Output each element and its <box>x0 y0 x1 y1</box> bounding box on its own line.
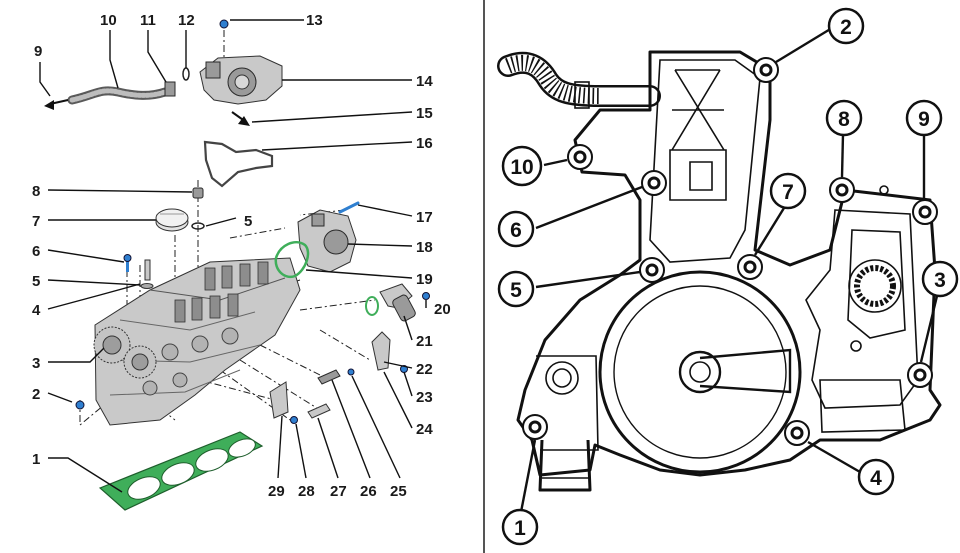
sequence-callouts: 1 2 3 4 5 6 7 <box>497 7 959 546</box>
callout-9: 9 <box>34 43 42 60</box>
vacuum-pump <box>297 209 357 273</box>
bolt-head-10 <box>567 144 593 170</box>
oil-separator-module <box>199 55 283 105</box>
screw-13 <box>219 19 229 29</box>
sequence-callout-6: 6 <box>497 210 535 248</box>
callout-26: 26 <box>360 483 377 500</box>
housing-outline <box>516 50 942 477</box>
breather-hose <box>44 86 170 110</box>
svg-text:7: 7 <box>782 181 794 204</box>
sequence-callout-3: 3 <box>921 260 959 298</box>
callout-1: 1 <box>32 451 40 468</box>
callout-20: 20 <box>434 301 451 318</box>
callout-5b: 5 <box>244 213 252 230</box>
leader-lines <box>39 19 427 493</box>
callout-22: 22 <box>416 361 433 378</box>
bracket-22 <box>371 331 391 371</box>
bolt-2 <box>75 400 85 410</box>
svg-text:5: 5 <box>510 279 522 302</box>
sealing-plug <box>192 187 204 199</box>
camshaft-sprockets <box>93 326 157 379</box>
bolt-25 <box>347 368 355 376</box>
callout-14: 14 <box>416 73 433 90</box>
svg-text:8: 8 <box>838 108 850 131</box>
outlet-pipe <box>536 355 599 492</box>
exploded-view-panel: 1 2 3 4 5 6 7 8 9 10 11 12 13 14 15 16 1… <box>32 12 451 511</box>
callout-12: 12 <box>178 12 195 29</box>
bolt-head-centres <box>528 63 932 440</box>
callout-16: 16 <box>416 135 433 152</box>
sequence-callout-8: 8 <box>825 99 863 137</box>
sequence-callout-4: 4 <box>857 458 895 496</box>
sequence-callout-1: 1 <box>501 508 539 546</box>
bolt-head-3 <box>907 362 933 388</box>
bracket-29 <box>269 381 289 419</box>
callout-27: 27 <box>330 483 347 500</box>
svg-text:10: 10 <box>510 156 533 179</box>
sequence-callout-10: 10 <box>501 145 543 187</box>
seal-ring <box>191 222 205 230</box>
sequence-callout-7: 7 <box>769 172 807 210</box>
svg-text:9: 9 <box>918 108 930 131</box>
sequence-callout-5: 5 <box>497 270 535 308</box>
sensor-o-ring <box>365 296 379 316</box>
cover-gasket <box>203 140 274 188</box>
clip-27 <box>307 403 331 419</box>
bolt-head-4 <box>784 420 810 446</box>
bolt-6 <box>126 258 129 272</box>
callout-4: 4 <box>32 302 41 319</box>
callout-3: 3 <box>32 355 40 372</box>
oil-filler-cap <box>155 208 189 232</box>
svg-text:1: 1 <box>514 517 526 540</box>
callout-8: 8 <box>32 183 40 200</box>
bolt-heads <box>522 57 938 446</box>
camshaft-sensor <box>379 283 416 322</box>
callout-17: 17 <box>416 209 433 226</box>
callout-21: 21 <box>416 333 433 350</box>
svg-text:3: 3 <box>934 269 946 292</box>
tightening-sequence-panel: 1 2 3 4 5 6 7 <box>497 7 959 546</box>
vacuum-pump-gasket <box>274 241 310 279</box>
o-ring <box>182 67 190 81</box>
callout-23: 23 <box>416 389 433 406</box>
callout-11: 11 <box>140 12 156 29</box>
hose-clamp <box>164 81 176 97</box>
bolt-head-6 <box>641 170 667 196</box>
bolt-20 <box>422 292 430 300</box>
bolt-head-1 <box>522 414 548 440</box>
callout-24: 24 <box>416 421 433 438</box>
cylinder-head-gasket <box>98 431 264 511</box>
stud-5 <box>144 259 151 281</box>
breather-hose-right <box>497 51 661 109</box>
callout-19: 19 <box>416 271 433 288</box>
sequence-leader-lines <box>519 26 939 513</box>
callout-7: 7 <box>32 213 40 230</box>
part-number-labels: 1 2 3 4 5 6 7 8 9 10 11 12 13 14 15 16 1… <box>32 12 451 500</box>
callout-28: 28 <box>298 483 315 500</box>
bolt-17 <box>338 201 360 214</box>
sequence-callout-9: 9 <box>905 99 943 137</box>
clip-26 <box>317 369 341 385</box>
callout-10: 10 <box>100 12 117 29</box>
callout-13: 13 <box>306 12 323 29</box>
bolt-28 <box>290 416 298 424</box>
svg-text:6: 6 <box>510 219 522 242</box>
svg-text:4: 4 <box>870 467 882 490</box>
bolt-head-9 <box>912 199 938 225</box>
callout-15: 15 <box>416 105 433 122</box>
bolt-head-5 <box>639 257 665 283</box>
bolt-head-2 <box>753 57 779 83</box>
callout-25: 25 <box>390 483 407 500</box>
callout-29: 29 <box>268 483 285 500</box>
sequence-callout-2: 2 <box>827 7 865 45</box>
callout-6: 6 <box>32 243 40 260</box>
svg-text:2: 2 <box>840 16 852 39</box>
filter-cover <box>598 270 802 474</box>
bolt-head-8 <box>829 177 855 203</box>
callout-18: 18 <box>416 239 433 256</box>
bolt-head-7 <box>737 254 763 280</box>
callout-5: 5 <box>32 273 40 290</box>
callout-2: 2 <box>32 386 40 403</box>
